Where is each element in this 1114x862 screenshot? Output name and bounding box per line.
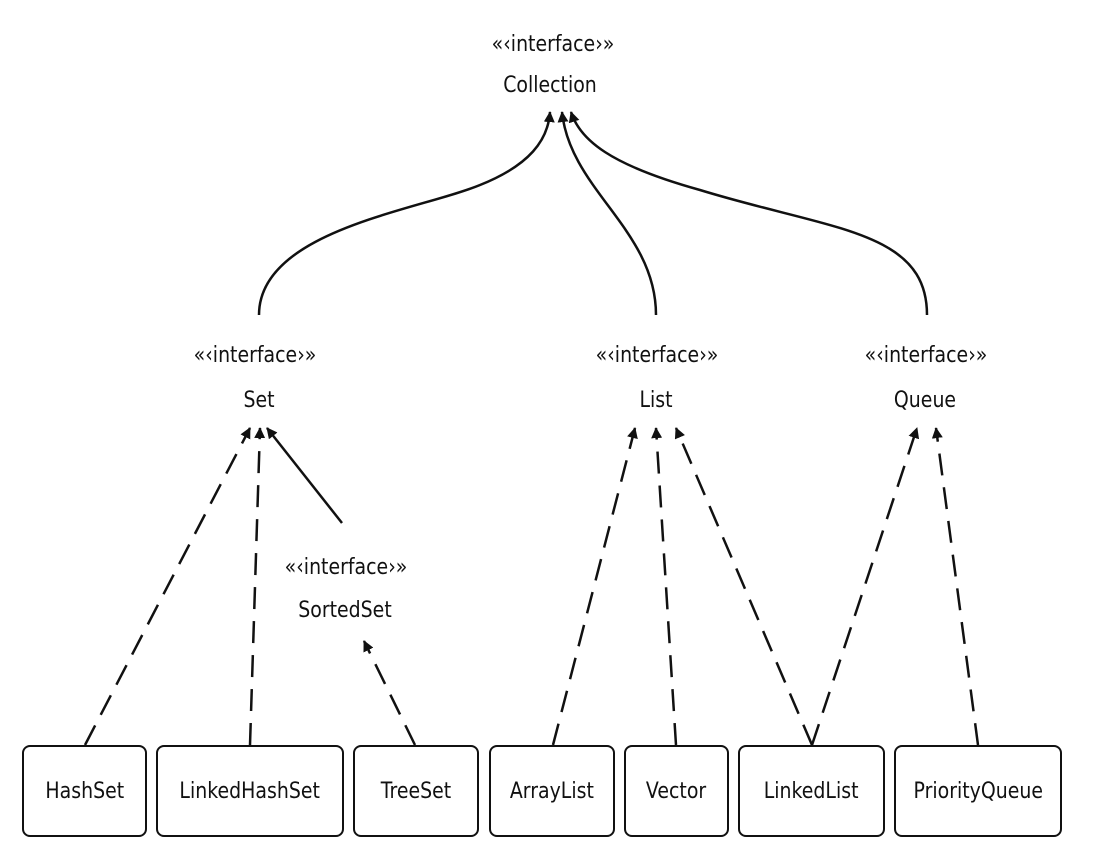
interface-sortedset-name[interactable]: SortedSet [298, 598, 392, 623]
edge-linkedlist-implements-queue [810, 427, 920, 746]
interface-collection-stereotype: «‹interface›» [491, 32, 615, 57]
edge-priorityqueue-implements-queue [931, 427, 980, 746]
edge-arraylist-implements-list [551, 427, 638, 746]
class-hashset[interactable]: HashSet [22, 745, 147, 837]
interface-queue-name[interactable]: Queue [893, 388, 957, 413]
class-arraylist-label: ArrayList [509, 778, 595, 804]
edge-set-extends-collection [257, 111, 555, 316]
edge-treeset-implements-sortedset [362, 640, 417, 746]
edge-vector-implements-list [651, 427, 678, 746]
edge-list-extends-collection [557, 111, 658, 316]
edge-sortedset-extends-set [266, 427, 343, 524]
interface-list-name[interactable]: List [639, 388, 673, 413]
class-linkedhashset[interactable]: LinkedHashSet [156, 745, 344, 837]
class-arraylist[interactable]: ArrayList [489, 745, 615, 837]
interface-list-stereotype: «‹interface›» [595, 343, 719, 368]
class-priorityqueue[interactable]: PriorityQueue [894, 745, 1062, 837]
edge-linkedlist-implements-list [674, 427, 814, 746]
class-vector-label: Vector [646, 778, 707, 804]
interface-set-stereotype: «‹interface›» [193, 343, 317, 368]
edges-layer [83, 111, 980, 746]
edge-hashset-implements-set [83, 427, 252, 746]
class-treeset[interactable]: TreeSet [353, 745, 479, 837]
edge-queue-extends-collection [568, 111, 929, 316]
class-hashset-label: HashSet [45, 778, 124, 804]
class-linkedlist-label: LinkedList [764, 778, 859, 804]
interface-collection-name[interactable]: Collection [503, 73, 597, 98]
edge-linkedhashset-implements-set [248, 427, 266, 746]
interface-queue-stereotype: «‹interface›» [864, 343, 988, 368]
class-priorityqueue-label: PriorityQueue [913, 778, 1043, 804]
class-linkedhashset-label: LinkedHashSet [179, 778, 321, 804]
class-vector[interactable]: Vector [624, 745, 729, 837]
class-treeset-label: TreeSet [380, 778, 452, 804]
interface-set-name[interactable]: Set [243, 388, 275, 413]
class-linkedlist[interactable]: LinkedList [738, 745, 885, 837]
interface-sortedset-stereotype: «‹interface›» [284, 555, 408, 580]
